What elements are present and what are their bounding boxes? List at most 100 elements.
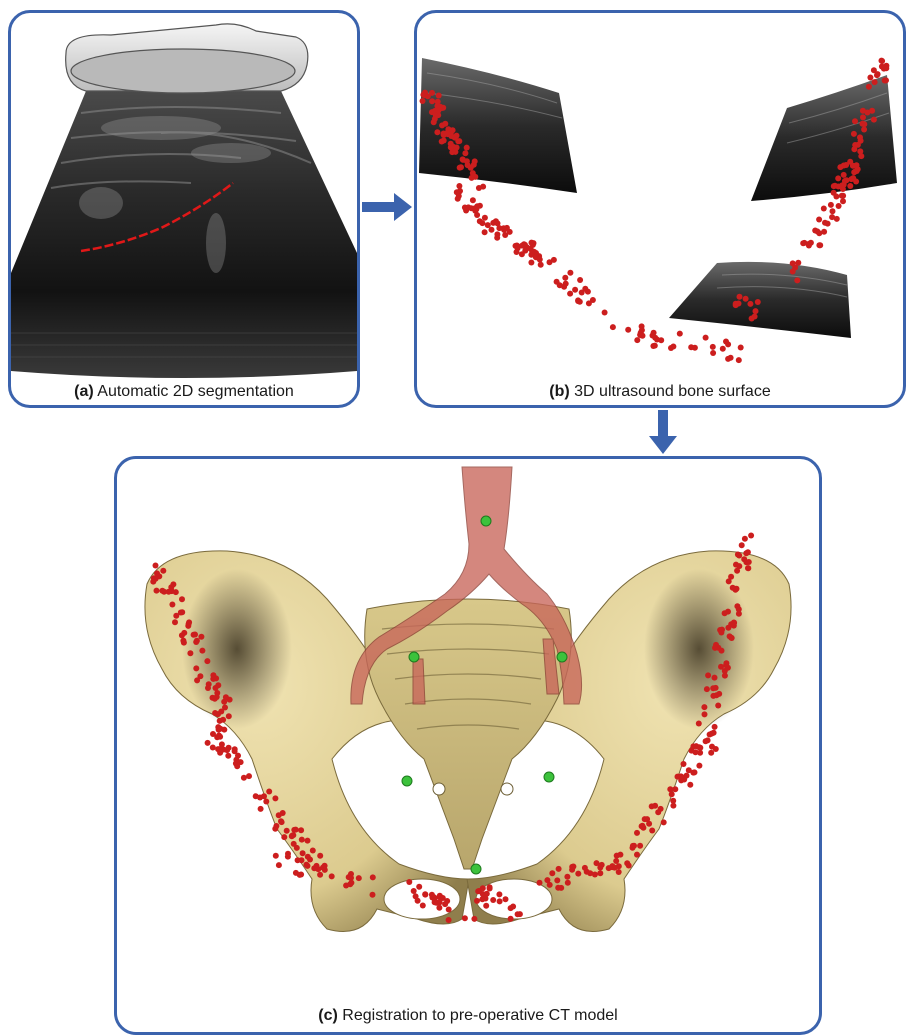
bone-surface-point xyxy=(748,533,754,539)
bone-surface-point xyxy=(555,885,561,891)
bone-surface-point xyxy=(719,648,725,654)
bone-surface-point xyxy=(494,231,500,237)
bone-surface-point xyxy=(864,110,870,116)
bone-surface-point xyxy=(289,833,295,839)
bone-surface-point xyxy=(416,884,422,890)
bone-surface-point xyxy=(855,166,861,172)
bone-surface-point xyxy=(651,330,657,336)
bone-surface-point xyxy=(192,632,198,638)
bone-surface-point xyxy=(741,556,747,562)
bone-surface-point xyxy=(474,203,480,209)
bone-surface-point xyxy=(455,138,461,144)
bone-surface-point xyxy=(733,587,739,593)
bone-surface-point xyxy=(687,782,693,788)
bone-surface-point xyxy=(480,891,486,897)
bone-surface-point xyxy=(708,750,714,756)
bone-surface-point xyxy=(272,795,278,801)
bone-surface-point xyxy=(743,550,749,556)
bone-surface-point xyxy=(329,873,335,879)
bone-surface-point xyxy=(733,302,739,308)
bone-surface-point xyxy=(577,277,583,283)
bone-surface-point xyxy=(440,895,446,901)
bone-surface-point xyxy=(429,90,435,96)
bone-surface-point xyxy=(556,866,562,872)
bone-surface-point xyxy=(210,731,216,737)
bone-surface-point xyxy=(370,892,376,898)
bone-surface-point xyxy=(186,621,192,627)
bone-surface-point xyxy=(537,880,543,886)
bone-surface-point xyxy=(696,763,702,769)
bone-surface-point xyxy=(725,341,731,347)
bone-surface-point xyxy=(710,344,716,350)
bone-surface-point xyxy=(204,658,210,664)
bone-surface-point xyxy=(707,732,713,738)
bone-surface-point xyxy=(743,296,749,302)
bone-surface-point xyxy=(652,803,658,809)
bone-surface-point xyxy=(624,860,630,866)
bone-surface-point xyxy=(747,301,753,307)
bone-surface-point xyxy=(266,789,272,795)
bone-surface-point xyxy=(705,672,711,678)
bone-surface-point xyxy=(431,894,437,900)
bone-surface-point xyxy=(681,761,687,767)
bone-surface-point xyxy=(705,737,711,743)
bone-surface-point xyxy=(436,93,442,99)
bone-surface-point xyxy=(835,175,841,181)
bone-surface-point xyxy=(153,563,159,569)
bone-surface-point xyxy=(348,880,354,886)
bone-surface-point-cloud xyxy=(417,13,903,405)
bone-surface-point xyxy=(198,634,204,640)
bone-surface-point xyxy=(753,308,759,314)
bone-surface-point xyxy=(720,346,726,352)
bone-surface-point xyxy=(631,843,637,849)
bone-surface-point xyxy=(538,262,544,268)
bone-surface-point xyxy=(677,331,683,337)
bone-surface-point xyxy=(219,741,225,747)
bone-surface-point xyxy=(199,648,205,654)
bone-surface-point xyxy=(221,747,227,753)
bone-surface-point xyxy=(861,121,867,127)
bone-surface-point xyxy=(702,711,708,717)
bone-surface-point xyxy=(370,874,376,880)
bone-surface-point xyxy=(847,159,853,165)
bone-surface-point xyxy=(343,883,349,889)
bone-surface-point xyxy=(160,568,166,574)
bone-surface-point xyxy=(736,357,742,363)
bone-surface-point xyxy=(669,791,675,797)
bone-surface-point xyxy=(420,903,426,909)
bone-surface-point xyxy=(314,863,320,869)
bone-surface-point xyxy=(490,220,496,226)
bone-surface-point xyxy=(745,565,751,571)
bone-surface-point xyxy=(482,215,488,221)
bone-surface-point xyxy=(222,705,228,711)
bone-surface-point xyxy=(755,299,761,305)
bone-surface-point xyxy=(640,333,646,339)
bone-surface-point xyxy=(431,119,437,125)
bone-surface-point xyxy=(280,810,286,816)
bone-surface-point xyxy=(557,282,563,288)
bone-surface-point xyxy=(841,172,847,178)
bone-surface-point xyxy=(437,104,443,110)
bone-surface-point xyxy=(821,206,827,212)
bone-surface-point xyxy=(179,609,185,615)
bone-surface-point xyxy=(194,638,200,644)
bone-surface-point xyxy=(704,686,710,692)
bone-surface-point xyxy=(246,773,252,779)
bone-surface-point xyxy=(411,888,417,894)
bone-surface-point xyxy=(562,275,568,281)
bone-surface-point xyxy=(273,823,279,829)
bone-surface-point xyxy=(871,67,877,73)
bone-surface-point xyxy=(715,703,721,709)
bone-surface-point xyxy=(503,896,509,902)
bone-surface-point xyxy=(549,870,555,876)
bone-surface-point xyxy=(524,245,530,251)
bone-surface-point xyxy=(742,536,748,542)
bone-surface-point xyxy=(592,872,598,878)
bone-surface-point xyxy=(825,221,831,227)
bone-surface-point xyxy=(668,345,674,351)
bone-surface-point xyxy=(406,879,412,885)
bone-surface-point xyxy=(734,568,740,574)
bone-surface-point xyxy=(590,297,596,303)
bone-surface-point xyxy=(462,915,468,921)
bone-surface-point xyxy=(839,193,845,199)
